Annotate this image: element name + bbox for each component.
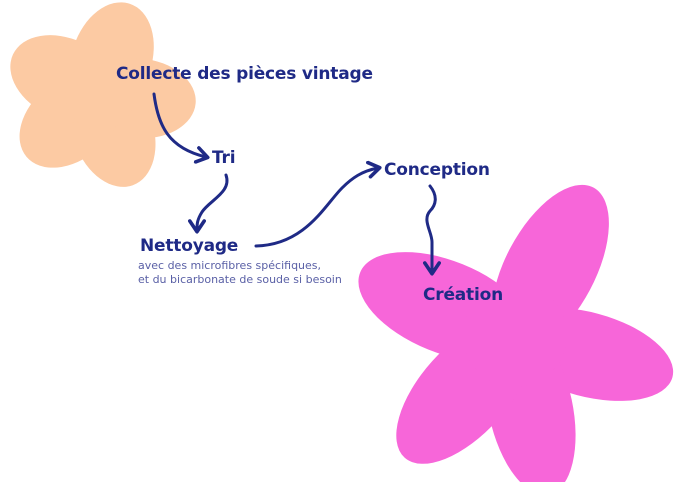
step-collecte: Collecte des pièces vintage	[116, 64, 373, 84]
pink-flower-shape	[358, 184, 674, 482]
arrow-tri-to-nettoyage	[188, 173, 229, 234]
step-nettoyage: Nettoyage	[140, 236, 239, 256]
arrow-collecte-to-tri	[152, 92, 210, 164]
nettoyage-description: avec des microfibres spécifiques, et du …	[138, 259, 342, 287]
arrow-conception-to-creation	[423, 184, 441, 276]
step-tri: Tri	[212, 148, 236, 168]
step-conception: Conception	[384, 160, 490, 180]
nettoyage-description-line-1: avec des microfibres spécifiques,	[138, 259, 322, 272]
arrow-nettoyage-to-conception	[254, 160, 382, 248]
nettoyage-description-line-2: et du bicarbonate de soude si besoin	[138, 273, 342, 286]
step-creation: Création	[423, 285, 503, 305]
peach-flower-shape	[10, 2, 196, 187]
